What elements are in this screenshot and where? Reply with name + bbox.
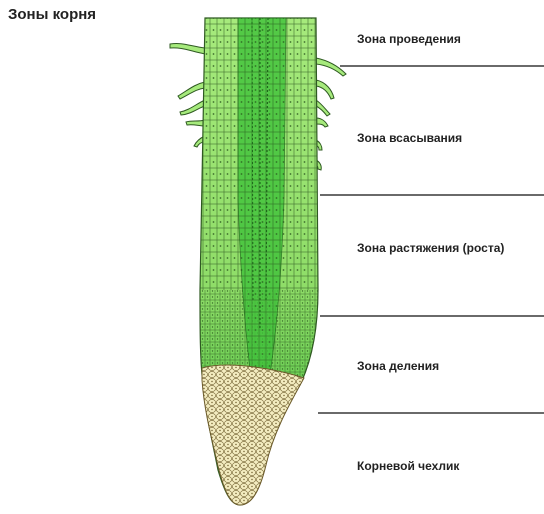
root-hair: [179, 99, 206, 116]
root-hair: [315, 57, 347, 77]
vascular-cylinder: [237, 17, 287, 401]
zone-dividers: [318, 65, 544, 414]
root-cap-shape: [201, 364, 305, 506]
root-hair: [177, 81, 206, 100]
root-hair: [315, 117, 329, 128]
root-hair: [315, 79, 335, 100]
diagram-title: Зоны корня: [8, 6, 97, 23]
root-hair: [185, 119, 206, 127]
zone-label-division: Зона деления: [357, 359, 440, 373]
zone-label-absorption: Зона всасывания: [357, 131, 463, 145]
root-hair: [315, 99, 331, 117]
zone-label-elongation: Зона растяжения (роста): [357, 241, 505, 255]
zone-label-root-cap: Корневой чехлик: [357, 459, 460, 473]
root-hair: [169, 43, 206, 55]
stele-cells: [238, 18, 286, 400]
xylem-line: [265, 17, 269, 301]
root-cap-cells: [202, 365, 304, 505]
zone-label-conduction: Зона проведения: [357, 32, 461, 46]
xylem-line: [251, 17, 254, 301]
